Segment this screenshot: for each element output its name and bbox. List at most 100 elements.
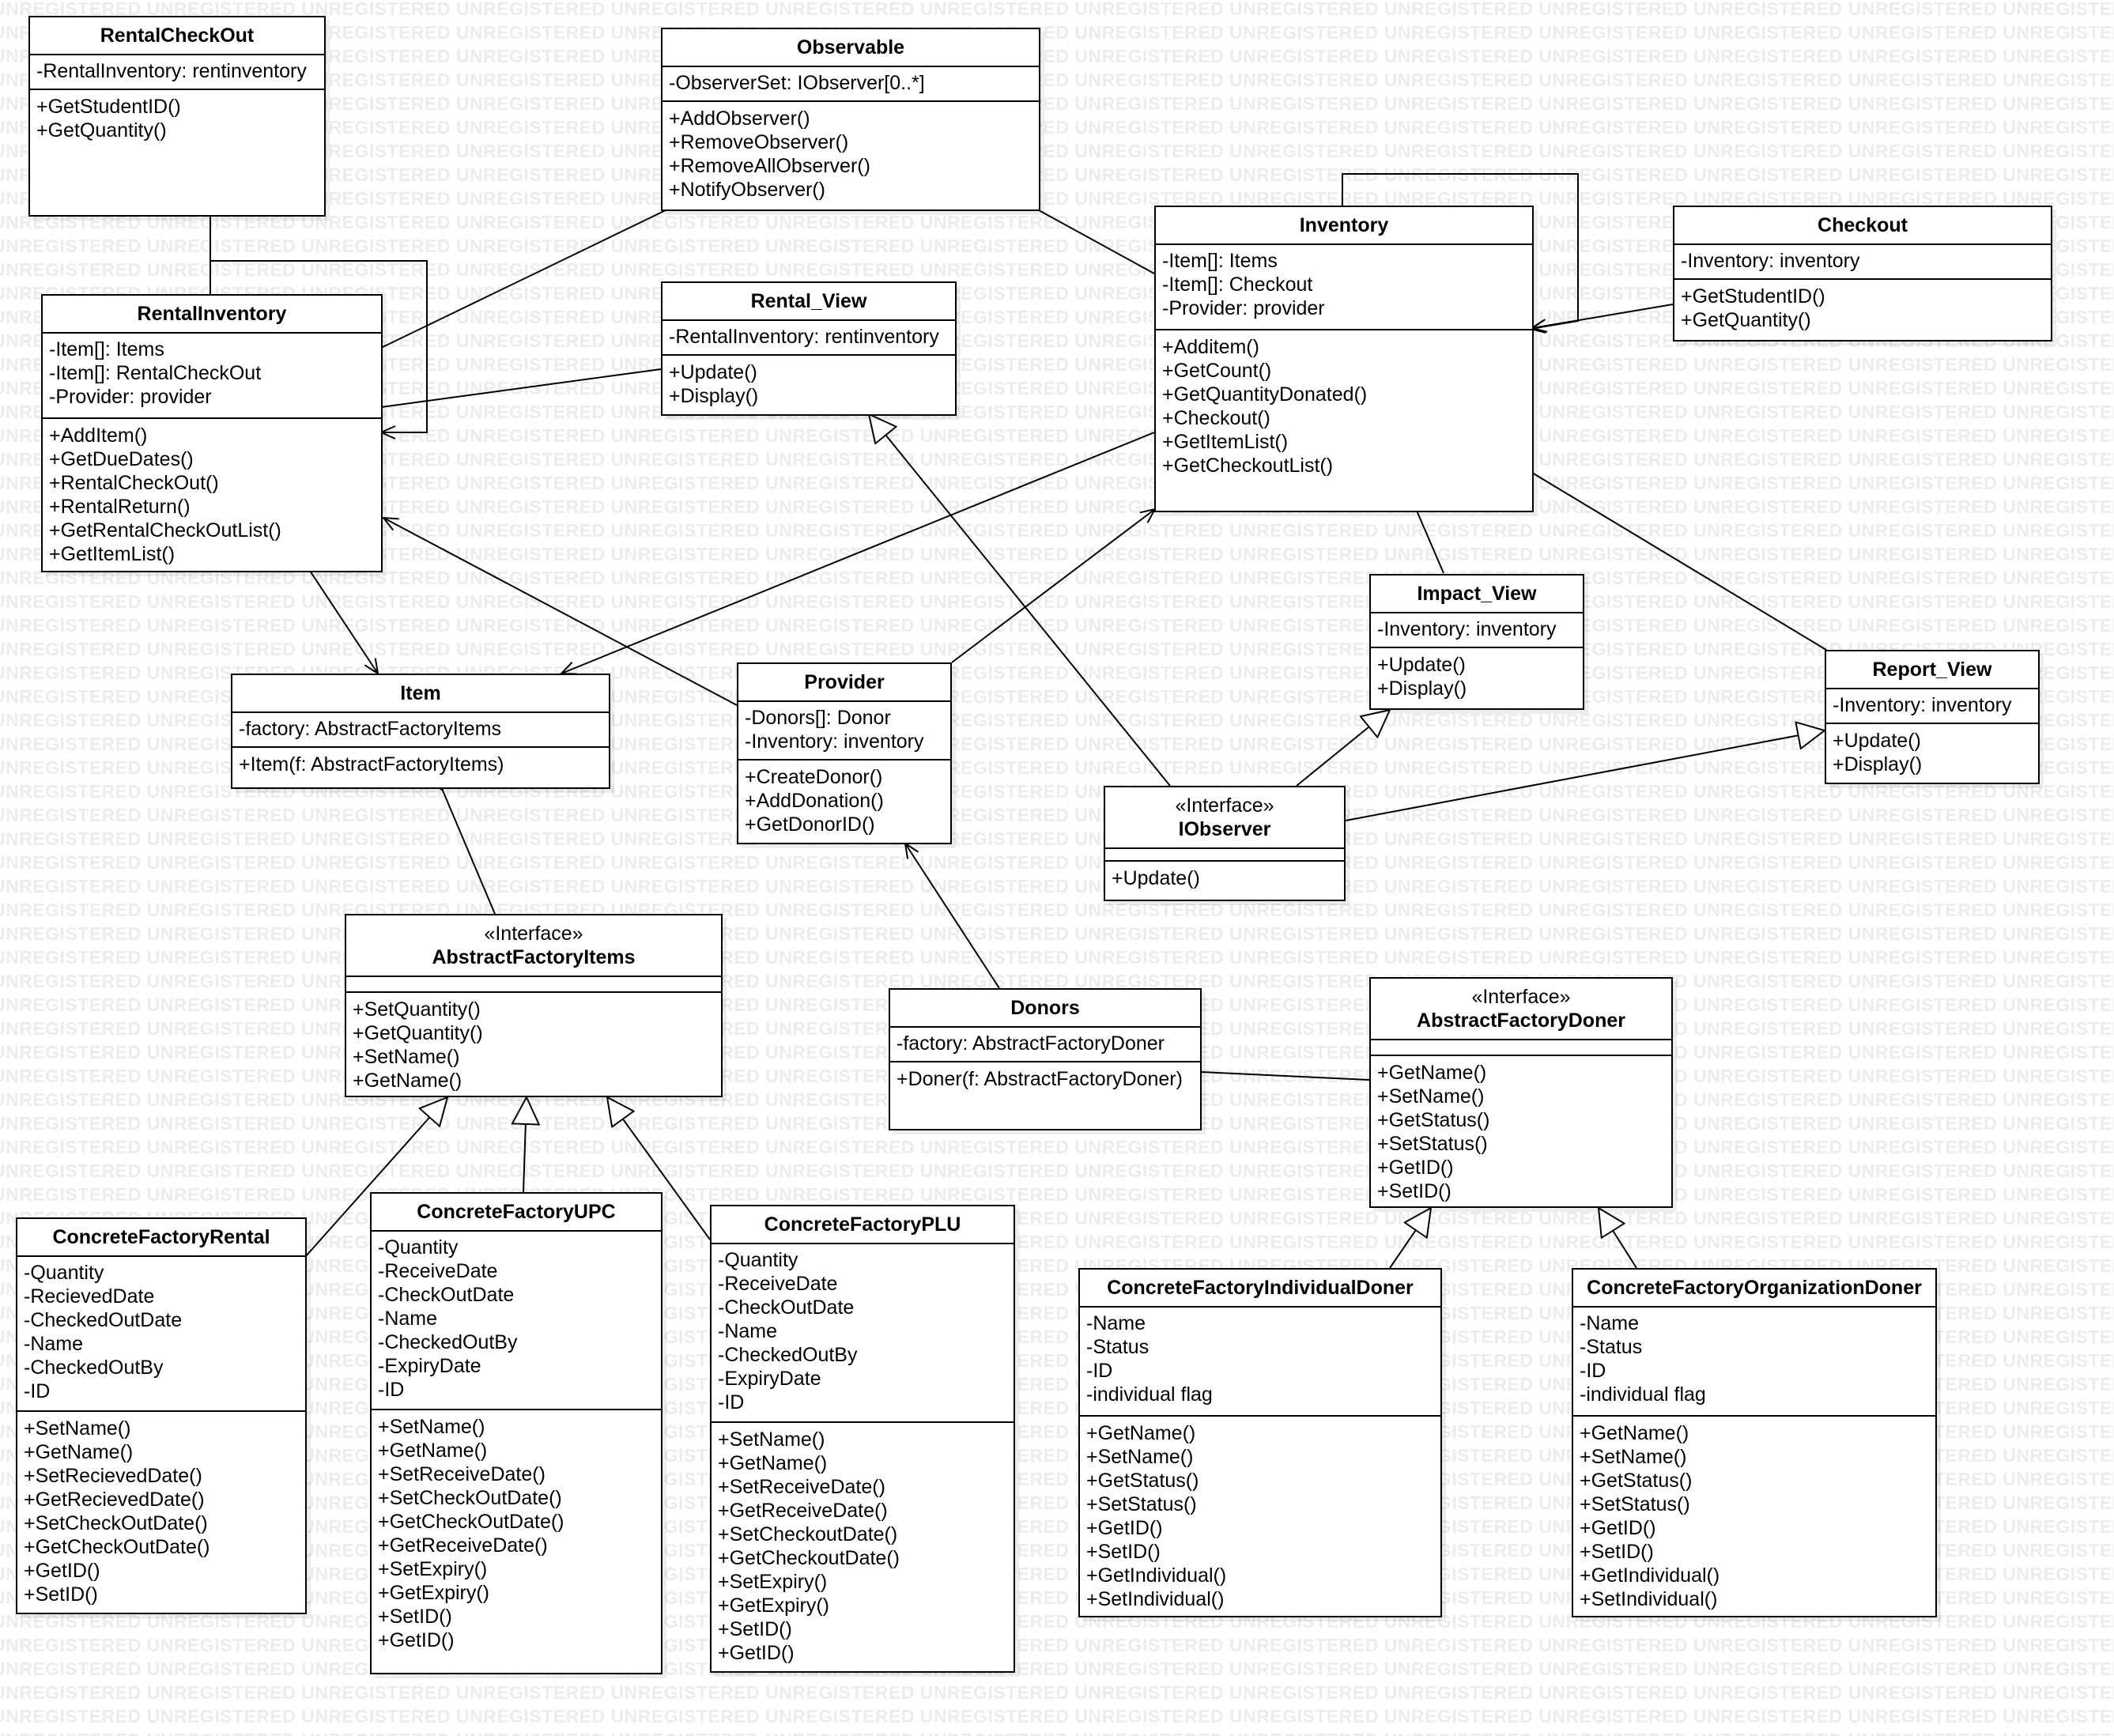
class-header: Impact_View [1371, 576, 1583, 613]
operation: +SetStatus() [1086, 1493, 1197, 1515]
class-operations: +Update()+Display() [663, 356, 955, 413]
class-box-impact-view[interactable]: Impact_View-Inventory: inventory+Update(… [1369, 574, 1584, 710]
attribute: -CheckedOutDate [24, 1309, 183, 1331]
attribute: -Inventory: inventory [1833, 694, 2012, 716]
class-operations: +Update() [1105, 862, 1344, 895]
operation: +GetCheckOutDate() [378, 1511, 564, 1533]
class-box-checkout[interactable]: Checkout-Inventory: inventory+GetStudent… [1673, 206, 2052, 342]
class-box-provider[interactable]: Provider-Donors[]: Donor-Inventory: inve… [737, 662, 952, 844]
attribute: -ID [1580, 1360, 1606, 1382]
link-rentalinventory-rentalview [380, 368, 662, 408]
class-name: Observable [796, 36, 905, 58]
operation: +GetDonorID() [745, 813, 875, 836]
operation: +GetStatus() [1086, 1470, 1199, 1492]
class-attributes: -Quantity-ReceiveDate-CheckOutDate-Name-… [712, 1244, 1014, 1423]
link-iobserver-reportview [1345, 730, 1825, 821]
class-header: Donors [890, 990, 1200, 1028]
class-name: Inventory [1299, 214, 1389, 236]
class-name: Checkout [1818, 214, 1908, 236]
operation: +GetQuantityDonated() [1162, 383, 1368, 406]
link-rentalinventory-item [309, 570, 378, 674]
class-operations: +SetName()+GetName()+SetRecievedDate()+G… [17, 1412, 305, 1611]
operation: +Display() [1377, 677, 1467, 700]
class-header: RentalInventory [43, 296, 381, 334]
class-operations: +Additem()+GetCount()+GetQuantityDonated… [1156, 330, 1532, 482]
class-box-rental-inventory[interactable]: RentalInventory-Item[]: Items-Item[]: Re… [41, 294, 383, 572]
operation: +SetName() [353, 1046, 460, 1068]
operation: +GetName() [1580, 1422, 1689, 1444]
operation: +AddObserver() [669, 108, 810, 130]
operation: +RentalReturn() [49, 496, 191, 518]
class-attributes: -factory: AbstractFactoryItems [232, 713, 609, 748]
link-rentalinventory-observable [380, 209, 666, 349]
class-attributes: -Name-Status-ID-individual flag [1573, 1308, 1935, 1417]
operation: +SetReceiveDate() [378, 1463, 545, 1485]
class-box-concrete-factory-plu[interactable]: ConcreteFactoryPLU-Quantity-ReceiveDate-… [710, 1205, 1015, 1673]
class-box-item[interactable]: Item-factory: AbstractFactoryItems+Item(… [231, 674, 610, 789]
class-name: ConcreteFactoryUPC [417, 1201, 616, 1223]
link-iobserver-impactview [1296, 710, 1390, 787]
operation: +SetID() [24, 1583, 98, 1606]
class-box-rental-view[interactable]: Rental_View-RentalInventory: rentinvento… [661, 281, 957, 416]
class-operations: +CreateDonor()+AddDonation()+GetDonorID(… [738, 760, 950, 841]
class-box-iobserver[interactable]: «Interface»IObserver+Update() [1104, 786, 1346, 901]
class-header: Rental_View [663, 283, 955, 321]
class-attributes: -Inventory: inventory [1371, 613, 1583, 648]
operation: +GetCheckoutList() [1162, 455, 1334, 477]
class-box-donors[interactable]: Donors-factory: AbstractFactoryDoner +Don… [889, 988, 1202, 1130]
attribute: -ID [1086, 1360, 1113, 1382]
operation: +SetStatus() [1377, 1133, 1488, 1155]
class-box-abstract-factory-doner[interactable]: «Interface»AbstractFactoryDoner+GetName(… [1369, 977, 1673, 1208]
class-box-concrete-factory-upc[interactable]: ConcreteFactoryUPC -Quantity-ReceiveDate-… [370, 1192, 663, 1674]
operation: +AddItem() [49, 425, 148, 447]
class-attributes: -factory: AbstractFactoryDoner [890, 1028, 1200, 1062]
class-name: ConcreteFactoryRental [52, 1226, 270, 1248]
operation: +Additem() [1162, 336, 1259, 358]
class-name: Provider [804, 671, 885, 693]
link-inventory-item [561, 432, 1155, 674]
attribute: -Status [1086, 1336, 1149, 1358]
class-header: Report_View [1826, 651, 2038, 689]
class-box-rental-checkout[interactable]: RentalCheckOut-RentalInventory: rentinve… [28, 16, 326, 217]
operation: +Display() [669, 385, 759, 407]
class-attributes: -Inventory: inventory [1826, 689, 2038, 724]
attribute: -ID [378, 1379, 405, 1401]
operation: +SetExpiry() [718, 1571, 828, 1593]
class-box-inventory[interactable]: Inventory-Item[]: Items-Item[]: Checkout… [1154, 206, 1534, 512]
class-box-concrete-factory-rental[interactable]: ConcreteFactoryRental-Quantity-RecievedD… [16, 1217, 307, 1614]
operation: +GetName() [24, 1441, 134, 1463]
operation: +SetName() [378, 1416, 485, 1438]
operation: +GetName() [1377, 1062, 1487, 1084]
attribute: -ReceiveDate [718, 1273, 838, 1295]
class-box-concrete-factory-individual-doner[interactable]: ConcreteFactoryIndividualDoner-Name-Stat… [1078, 1268, 1442, 1617]
attribute: -ID [24, 1380, 51, 1402]
operation: +SetIndividual() [1086, 1588, 1225, 1610]
class-stereotype: «Interface» [1471, 985, 1571, 1008]
class-box-observable[interactable]: Observable-ObserverSet: IObserver[0..*]+… [661, 28, 1040, 211]
attribute: -Inventory: inventory [1681, 250, 1860, 272]
operation: +GetCount() [1162, 360, 1272, 382]
operation: +GetID() [1377, 1157, 1454, 1179]
link-rental-abstractfactoryitems [304, 1097, 447, 1258]
attribute: -ExpiryDate [378, 1355, 481, 1377]
operation: +GetReceiveDate() [718, 1500, 888, 1522]
operation: +GetStatus() [1377, 1109, 1490, 1131]
operation: +Checkout() [1162, 407, 1270, 429]
operation: +GetQuantity() [36, 119, 167, 142]
class-header: ConcreteFactoryOrganizationDoner [1573, 1270, 1935, 1308]
operation: +Doner(f: AbstractFactoryDoner) [897, 1068, 1183, 1090]
link-organization-abstractfactorydoner [1599, 1208, 1637, 1269]
operation: +RemoveAllObserver() [669, 155, 870, 177]
operation: +SetExpiry() [378, 1558, 488, 1580]
class-box-abstract-factory-items[interactable]: «Interface»AbstractFactoryItems+SetQuant… [345, 914, 723, 1097]
class-attributes: -Quantity-ReceiveDate-CheckOutDate-Name-… [372, 1232, 661, 1410]
class-name: Impact_View [1417, 583, 1537, 605]
class-box-report-view[interactable]: Report_View-Inventory: inventory+Update(… [1825, 650, 2040, 784]
attribute: -Provider: provider [1162, 297, 1325, 319]
operation: +GetExpiry() [378, 1582, 490, 1604]
attribute: -RecievedDate [24, 1285, 155, 1308]
class-box-concrete-factory-organization-doner[interactable]: ConcreteFactoryOrganizationDoner-Name-St… [1572, 1268, 1937, 1617]
class-operations: +GetStudentID()+GetQuantity() [30, 90, 324, 147]
